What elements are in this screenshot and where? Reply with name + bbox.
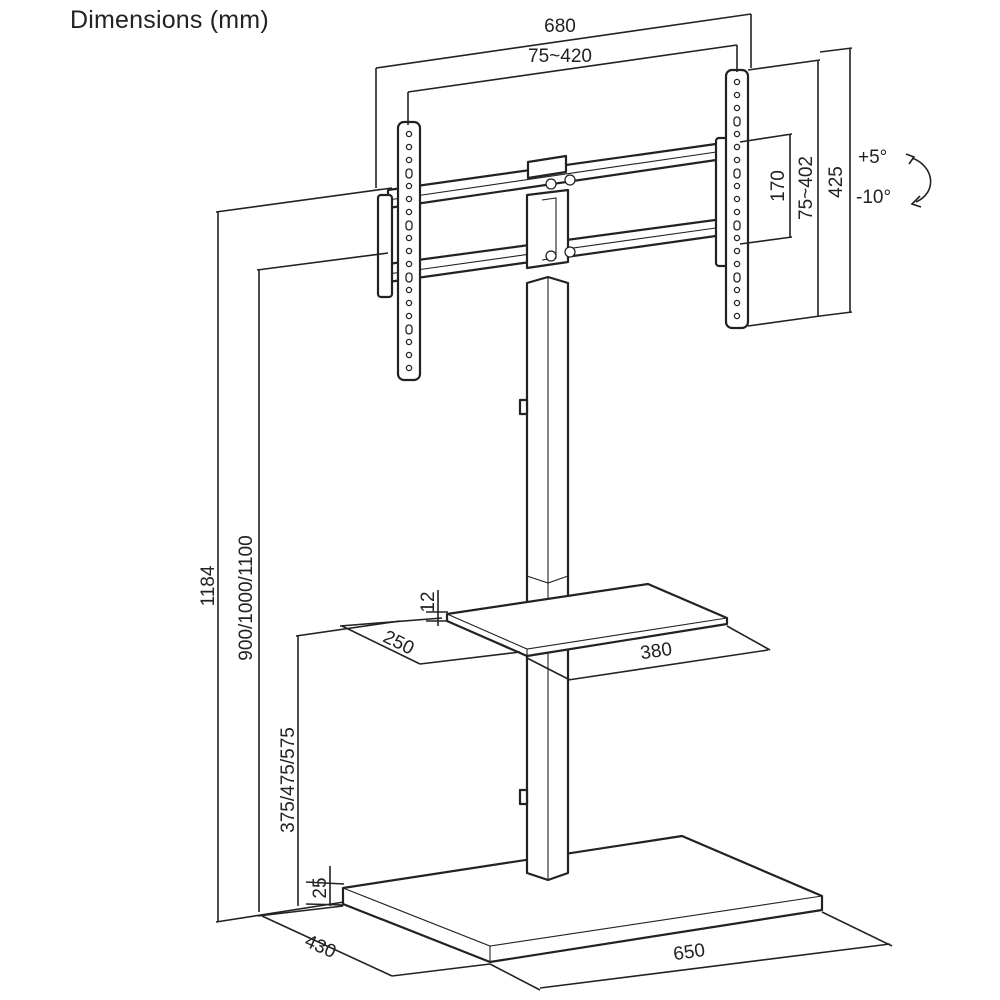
- mounting-hole: [733, 312, 741, 320]
- mounting-hole: [405, 364, 413, 372]
- mounting-hole: [405, 220, 413, 231]
- mounting-hole: [405, 260, 413, 268]
- glass-shelf: [445, 582, 729, 658]
- mounting-hole: [405, 182, 413, 190]
- dimension-shelf-width: 380: [526, 625, 771, 681]
- mounting-hole: [405, 130, 413, 138]
- mounting-hole: [405, 143, 413, 151]
- base-plate: [341, 834, 824, 964]
- mounting-hole: [405, 208, 413, 216]
- dim-label-375-475-575: 375/475/575: [278, 727, 299, 833]
- tilt-up-label: +5°: [858, 147, 887, 168]
- dimension-bracket-height: 425: [819, 47, 853, 317]
- dim-label-1184: 1184: [198, 565, 219, 606]
- mounting-hole: [733, 286, 741, 294]
- mounting-hole: [733, 272, 741, 283]
- tilt-arrow-top-icon: [905, 153, 916, 165]
- mounting-hole: [405, 286, 413, 294]
- mounting-hole: [733, 130, 741, 138]
- mounting-hole: [733, 91, 741, 99]
- dim-label-430: 430: [301, 931, 339, 963]
- mounting-hole: [405, 168, 413, 179]
- mounting-hole: [733, 143, 741, 151]
- support-pole: [518, 275, 570, 882]
- dimension-shelf-height: 375/475/575: [278, 620, 401, 906]
- dim-label-680: 680: [544, 16, 576, 37]
- dim-label-75-420: 75~420: [528, 46, 592, 67]
- mounting-hole: [405, 156, 413, 164]
- mounting-hole: [733, 247, 741, 255]
- mounting-hole: [733, 195, 741, 203]
- dim-label-170: 170: [768, 170, 789, 202]
- mounting-hole: [733, 104, 741, 112]
- dimension-bracket-width: 680: [375, 13, 752, 188]
- mounting-hole: [733, 299, 741, 307]
- mounting-hole: [405, 234, 413, 242]
- dimension-shelf-thickness: 12: [418, 590, 448, 626]
- left-vertical-arm: [376, 120, 422, 382]
- mounting-hole: [733, 78, 741, 86]
- dim-label-12: 12: [418, 591, 439, 612]
- dim-label-75-402: 75~402: [796, 156, 817, 220]
- mounting-hole: [405, 312, 413, 320]
- mounting-hole: [733, 234, 741, 242]
- mounting-hole: [405, 351, 413, 359]
- mounting-rails: [386, 140, 732, 284]
- mounting-hole: [405, 247, 413, 255]
- tilt-arrow-bottom-icon: [910, 195, 922, 208]
- mounting-hole: [733, 168, 741, 179]
- dimension-mount-height: 900/1000/1100: [236, 252, 389, 912]
- right-vertical-arm: [714, 68, 750, 330]
- mounting-hole: [405, 299, 413, 307]
- dimension-vesa-width: 75~420: [407, 44, 738, 125]
- dimension-base-width: 650: [489, 911, 893, 991]
- mounting-hole: [405, 324, 413, 335]
- diagram-title: Dimensions (mm): [70, 6, 269, 34]
- mounting-hole: [733, 182, 741, 190]
- mounting-hole: [405, 272, 413, 283]
- mounting-hole: [733, 260, 741, 268]
- mounting-hole: [733, 220, 741, 231]
- tilt-indicator: +5° -10°: [856, 147, 932, 208]
- dim-label-900-1000-1100: 900/1000/1100: [236, 535, 257, 660]
- mounting-hole: [405, 195, 413, 203]
- mounting-hole: [733, 208, 741, 216]
- dimension-rail-spacing: 170: [739, 133, 793, 245]
- dim-label-380: 380: [639, 639, 673, 664]
- tilt-down-label: -10°: [856, 187, 891, 208]
- mounting-hole: [733, 116, 741, 127]
- mounting-hole: [733, 156, 741, 164]
- dimension-vesa-height: 75~402: [747, 59, 821, 327]
- dimension-base-thickness: 25: [305, 866, 345, 906]
- dim-label-250: 250: [380, 627, 418, 660]
- dimension-total-height: 1184: [198, 187, 393, 923]
- dim-label-425: 425: [826, 166, 847, 198]
- mounting-hole: [405, 338, 413, 346]
- dim-label-650: 650: [672, 940, 706, 965]
- tilt-arc-icon: [911, 157, 932, 203]
- dim-label-25: 25: [310, 877, 331, 898]
